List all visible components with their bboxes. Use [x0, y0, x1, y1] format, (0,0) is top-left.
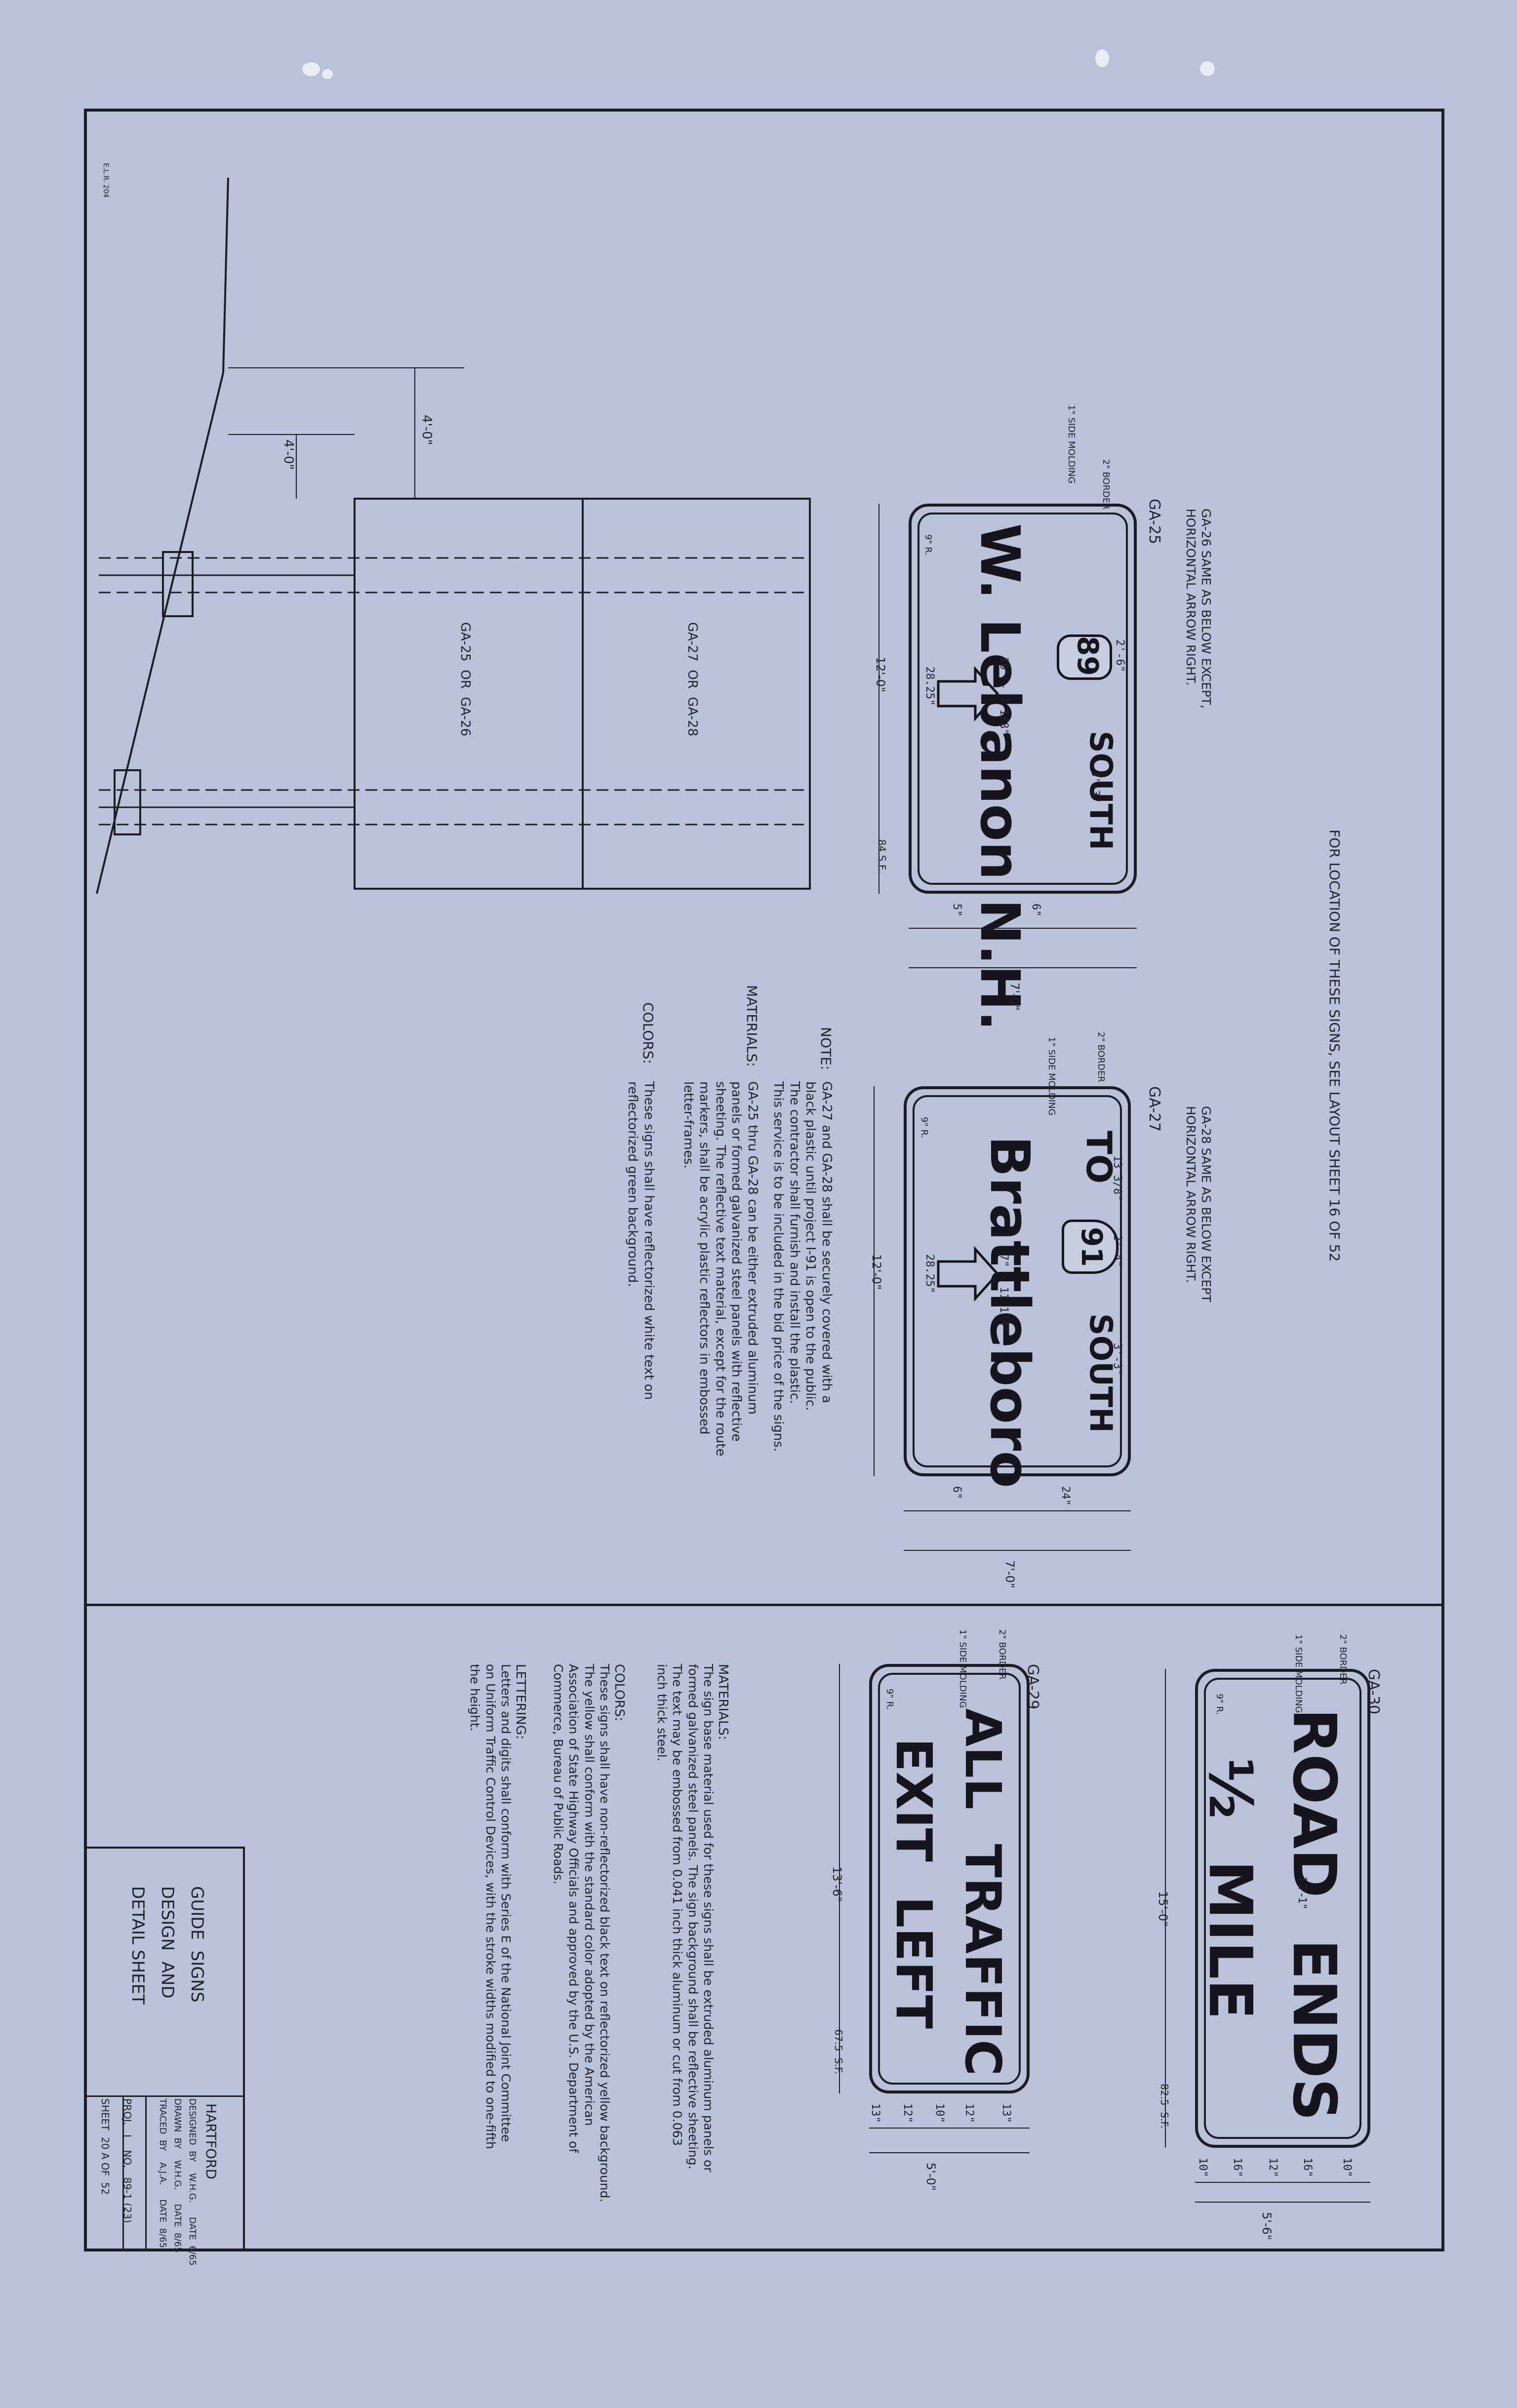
- sign-ga30: [1195, 1669, 1370, 2148]
- sign-ga30-inner-border: [1204, 1678, 1361, 2139]
- punch-hole: [302, 62, 320, 76]
- title-line3: DETAIL SHEET: [128, 1886, 148, 2005]
- lettering-label: LETTERING:: [513, 1664, 528, 1739]
- title-block: [87, 1847, 245, 2251]
- title-block-divider: [87, 2095, 243, 2097]
- sign-ga27-inner-border: [913, 1095, 1122, 1467]
- punch-hole: [1095, 49, 1109, 67]
- sign-ga29-inner-border: [878, 1673, 1021, 2085]
- title-town: HARTFORD: [203, 2103, 219, 2179]
- ga27-interstate-shield: [1062, 1220, 1118, 1274]
- sheet-border: [84, 109, 1444, 2251]
- title-drawn: DRAWN BY W.H.G. DATE 8/65: [172, 2098, 183, 2253]
- title-traced: TRACED BY A.J.A. DATE 8/65: [158, 2098, 168, 2249]
- colors-text-bottom: These signs shall have non-reflectorized…: [551, 1664, 612, 2203]
- title-block-divider: [122, 2095, 124, 2251]
- title-block-divider: [145, 2095, 147, 2251]
- title-project: PROJ. I NO. 89-1 (23): [121, 2098, 133, 2223]
- punch-hole: [322, 69, 333, 79]
- title-sheet: SHEET 20 A OF 52: [99, 2098, 111, 2195]
- title-line1: GUIDE SIGNS: [187, 1886, 207, 2003]
- section-divider: [87, 1604, 1441, 1606]
- materials-text-bottom: The sign base material used for these si…: [655, 1664, 716, 2172]
- sign-ga27: [904, 1086, 1131, 1476]
- lettering-text: Letters and digits shall conform with Se…: [468, 1664, 514, 2149]
- title-line2: DESIGN AND: [158, 1886, 177, 1999]
- materials-label-bottom: MATERIALS:: [716, 1664, 730, 1740]
- sign-ga25-inner-border: [918, 513, 1128, 885]
- title-designed: DESIGNED BY W.H.G. DATE 6/65: [187, 2098, 198, 2266]
- punch-hole: [1200, 61, 1215, 76]
- sign-ga25: [909, 504, 1137, 894]
- ga25-route-shield: [1057, 634, 1112, 680]
- colors-label-bottom: COLORS:: [612, 1664, 627, 1721]
- sign-ga29: [869, 1664, 1030, 2093]
